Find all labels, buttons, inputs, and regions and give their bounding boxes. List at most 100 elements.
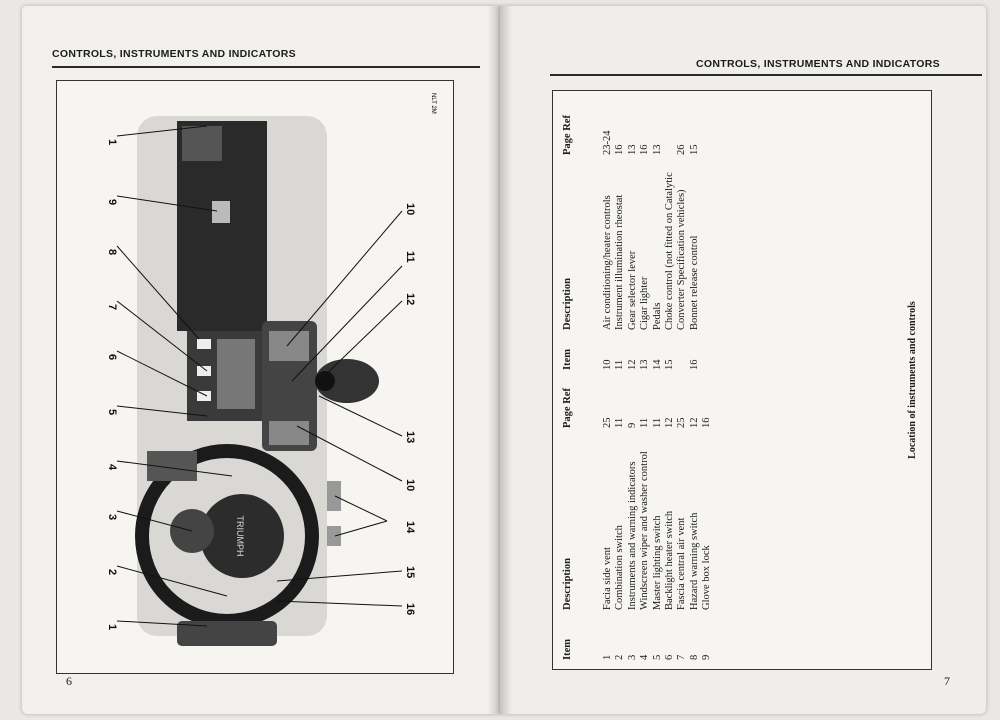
header-item: Item: [562, 639, 573, 660]
col-page-left: Page Ref 25 11 9 11 11 12 25 12 16: [562, 388, 714, 428]
cell: 23-24: [602, 130, 613, 156]
dashboard-illustration: TRIUMPH: [106, 93, 436, 646]
cell: 16: [614, 144, 626, 156]
callout-label: 3: [106, 514, 118, 520]
col-item-left: Item 1 2 3 4 5 6 7 8 9: [562, 639, 714, 660]
cell: 12: [688, 417, 700, 429]
cell: Instruments and warning indicators: [626, 461, 638, 610]
callout-label: 1: [106, 624, 118, 630]
col-page-right: Page Ref 23-24 16 13 16 13 26 15: [562, 115, 701, 155]
cell: Master lighting switch: [651, 515, 663, 611]
right-header-rule: [550, 74, 982, 76]
cell: Cigar lighter: [639, 276, 651, 330]
callout-label: 11: [404, 251, 416, 263]
col-item-right: Item 10 11 12 13 14 15 16: [562, 349, 701, 370]
cell: Choke control (not fitted on Catalytic: [663, 172, 675, 330]
cell: [664, 115, 676, 155]
left-header: CONTROLS, INSTRUMENTS AND INDICATORS: [52, 48, 296, 60]
book-gutter: [488, 6, 512, 714]
right-page: CONTROLS, INSTRUMENTS AND INDICATORS Ite…: [500, 6, 986, 714]
controls-table: Item 1 2 3 4 5 6 7 8 9 Description Facia…: [562, 100, 922, 660]
cell: Hazard warning switch: [688, 512, 700, 610]
right-header: CONTROLS, INSTRUMENTS AND INDICATORS: [696, 58, 940, 70]
cell: 11: [651, 417, 663, 428]
cell: 25: [676, 417, 688, 429]
cell: Pedals: [651, 302, 663, 330]
callout-label: 16: [404, 603, 416, 615]
callout-label: 2: [106, 569, 118, 575]
callouts-top: 1 9 8 7 6 5 4 3 2 1: [106, 139, 118, 630]
callout-label: 5: [106, 409, 118, 415]
callout-label: 8: [106, 249, 118, 255]
cell: 10: [602, 359, 613, 371]
table-caption: Location of instruments and controls: [907, 301, 918, 459]
cell: Glove box lock: [701, 545, 713, 610]
cell: 15: [688, 144, 700, 156]
callout-label: 7: [106, 304, 118, 310]
callout-label: 9: [106, 199, 118, 205]
cell: Instrument illumination rheostat: [614, 194, 626, 330]
cell: Bonnet release control: [688, 235, 700, 330]
cell: Combination switch: [614, 525, 626, 610]
callout-label: 13: [404, 431, 416, 443]
cell: Gear selector lever: [626, 250, 638, 330]
cell: 15: [663, 359, 675, 371]
plate-code: NLT 2M: [430, 93, 436, 114]
controls-table-frame: Item 1 2 3 4 5 6 7 8 9 Description Facia…: [552, 90, 932, 670]
callout-label: 1: [106, 139, 118, 145]
cell: Backlight heater switch: [663, 510, 675, 610]
dashboard-figure: TRIUMPH: [56, 80, 454, 674]
cell: 1: [602, 654, 613, 660]
cell: 8: [688, 654, 700, 660]
cell: 12: [663, 417, 675, 429]
cell: 6: [663, 654, 675, 660]
callout-label: 10: [404, 203, 416, 215]
wheel-brand: TRIUMPH: [235, 516, 245, 557]
callout-label: 15: [404, 566, 416, 578]
cell: 7: [676, 654, 688, 660]
col-description-right: Description Air conditioning/heater cont…: [562, 172, 701, 330]
cell: 16: [701, 417, 713, 429]
cell: 5: [651, 654, 663, 660]
header-page-ref: Page Ref: [562, 115, 573, 155]
cell: 13: [626, 144, 638, 156]
cell: 16: [639, 144, 651, 156]
callout-label: 6: [106, 354, 118, 360]
cell: 3: [626, 654, 638, 660]
cell: Converter Specification vehicles): [676, 189, 688, 330]
left-page-number: 6: [66, 674, 72, 688]
cell: 9: [626, 422, 638, 428]
cell: Fascia central air vent: [676, 517, 688, 610]
cell: 12: [626, 359, 638, 371]
cell: 11: [614, 359, 626, 370]
cell: 13: [639, 359, 651, 371]
left-page: CONTROLS, INSTRUMENTS AND INDICATORS: [22, 6, 500, 714]
cell: 11: [639, 417, 651, 428]
right-page-number: 7: [944, 674, 950, 688]
cell: [676, 349, 688, 370]
callout-label: 10: [404, 479, 416, 491]
cell: 4: [639, 654, 651, 660]
cell: 9: [701, 654, 713, 660]
callout-label: 4: [106, 464, 118, 471]
cell: Windscreen wiper and washer control: [639, 451, 651, 610]
cell: 25: [602, 417, 613, 429]
header-description: Description: [562, 278, 573, 330]
callouts-bottom: 10 11 12 13 10 14 15 16: [404, 203, 416, 615]
cell: 13: [651, 144, 663, 156]
header-page-ref: Page Ref: [562, 388, 573, 428]
cell: 2: [614, 654, 626, 660]
header-item: Item: [562, 349, 573, 370]
cell: Air conditioning/heater controls: [602, 195, 613, 330]
callout-label: 12: [404, 293, 416, 305]
left-header-rule: [52, 66, 480, 68]
cell: 11: [614, 417, 626, 428]
cell: 26: [676, 144, 688, 156]
cell: 14: [651, 359, 663, 371]
col-description-left: Description Facia side vent Combination …: [562, 451, 714, 610]
cell: 16: [688, 359, 700, 371]
header-description: Description: [562, 558, 573, 610]
cell: Facia side vent: [602, 547, 613, 610]
callout-label: 14: [404, 521, 416, 534]
